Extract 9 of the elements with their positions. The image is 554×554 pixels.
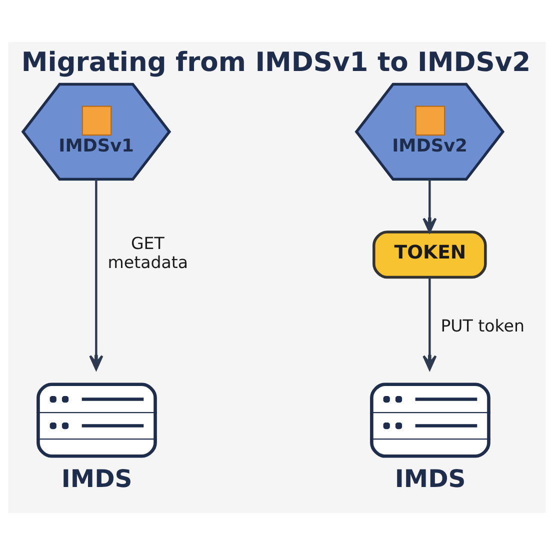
node-label: IMDS bbox=[61, 464, 132, 493]
edge-label: PUT token bbox=[440, 316, 524, 335]
node-label: IMDS bbox=[394, 464, 466, 493]
diagram-title: Migrating from IMDSv1 to IMDSv2 bbox=[21, 46, 531, 78]
arrow bbox=[422, 179, 437, 232]
arrow bbox=[422, 276, 437, 370]
arrow bbox=[89, 179, 104, 370]
node-box: TOKEN bbox=[372, 230, 487, 278]
edge-label: GET metadata bbox=[108, 234, 188, 272]
